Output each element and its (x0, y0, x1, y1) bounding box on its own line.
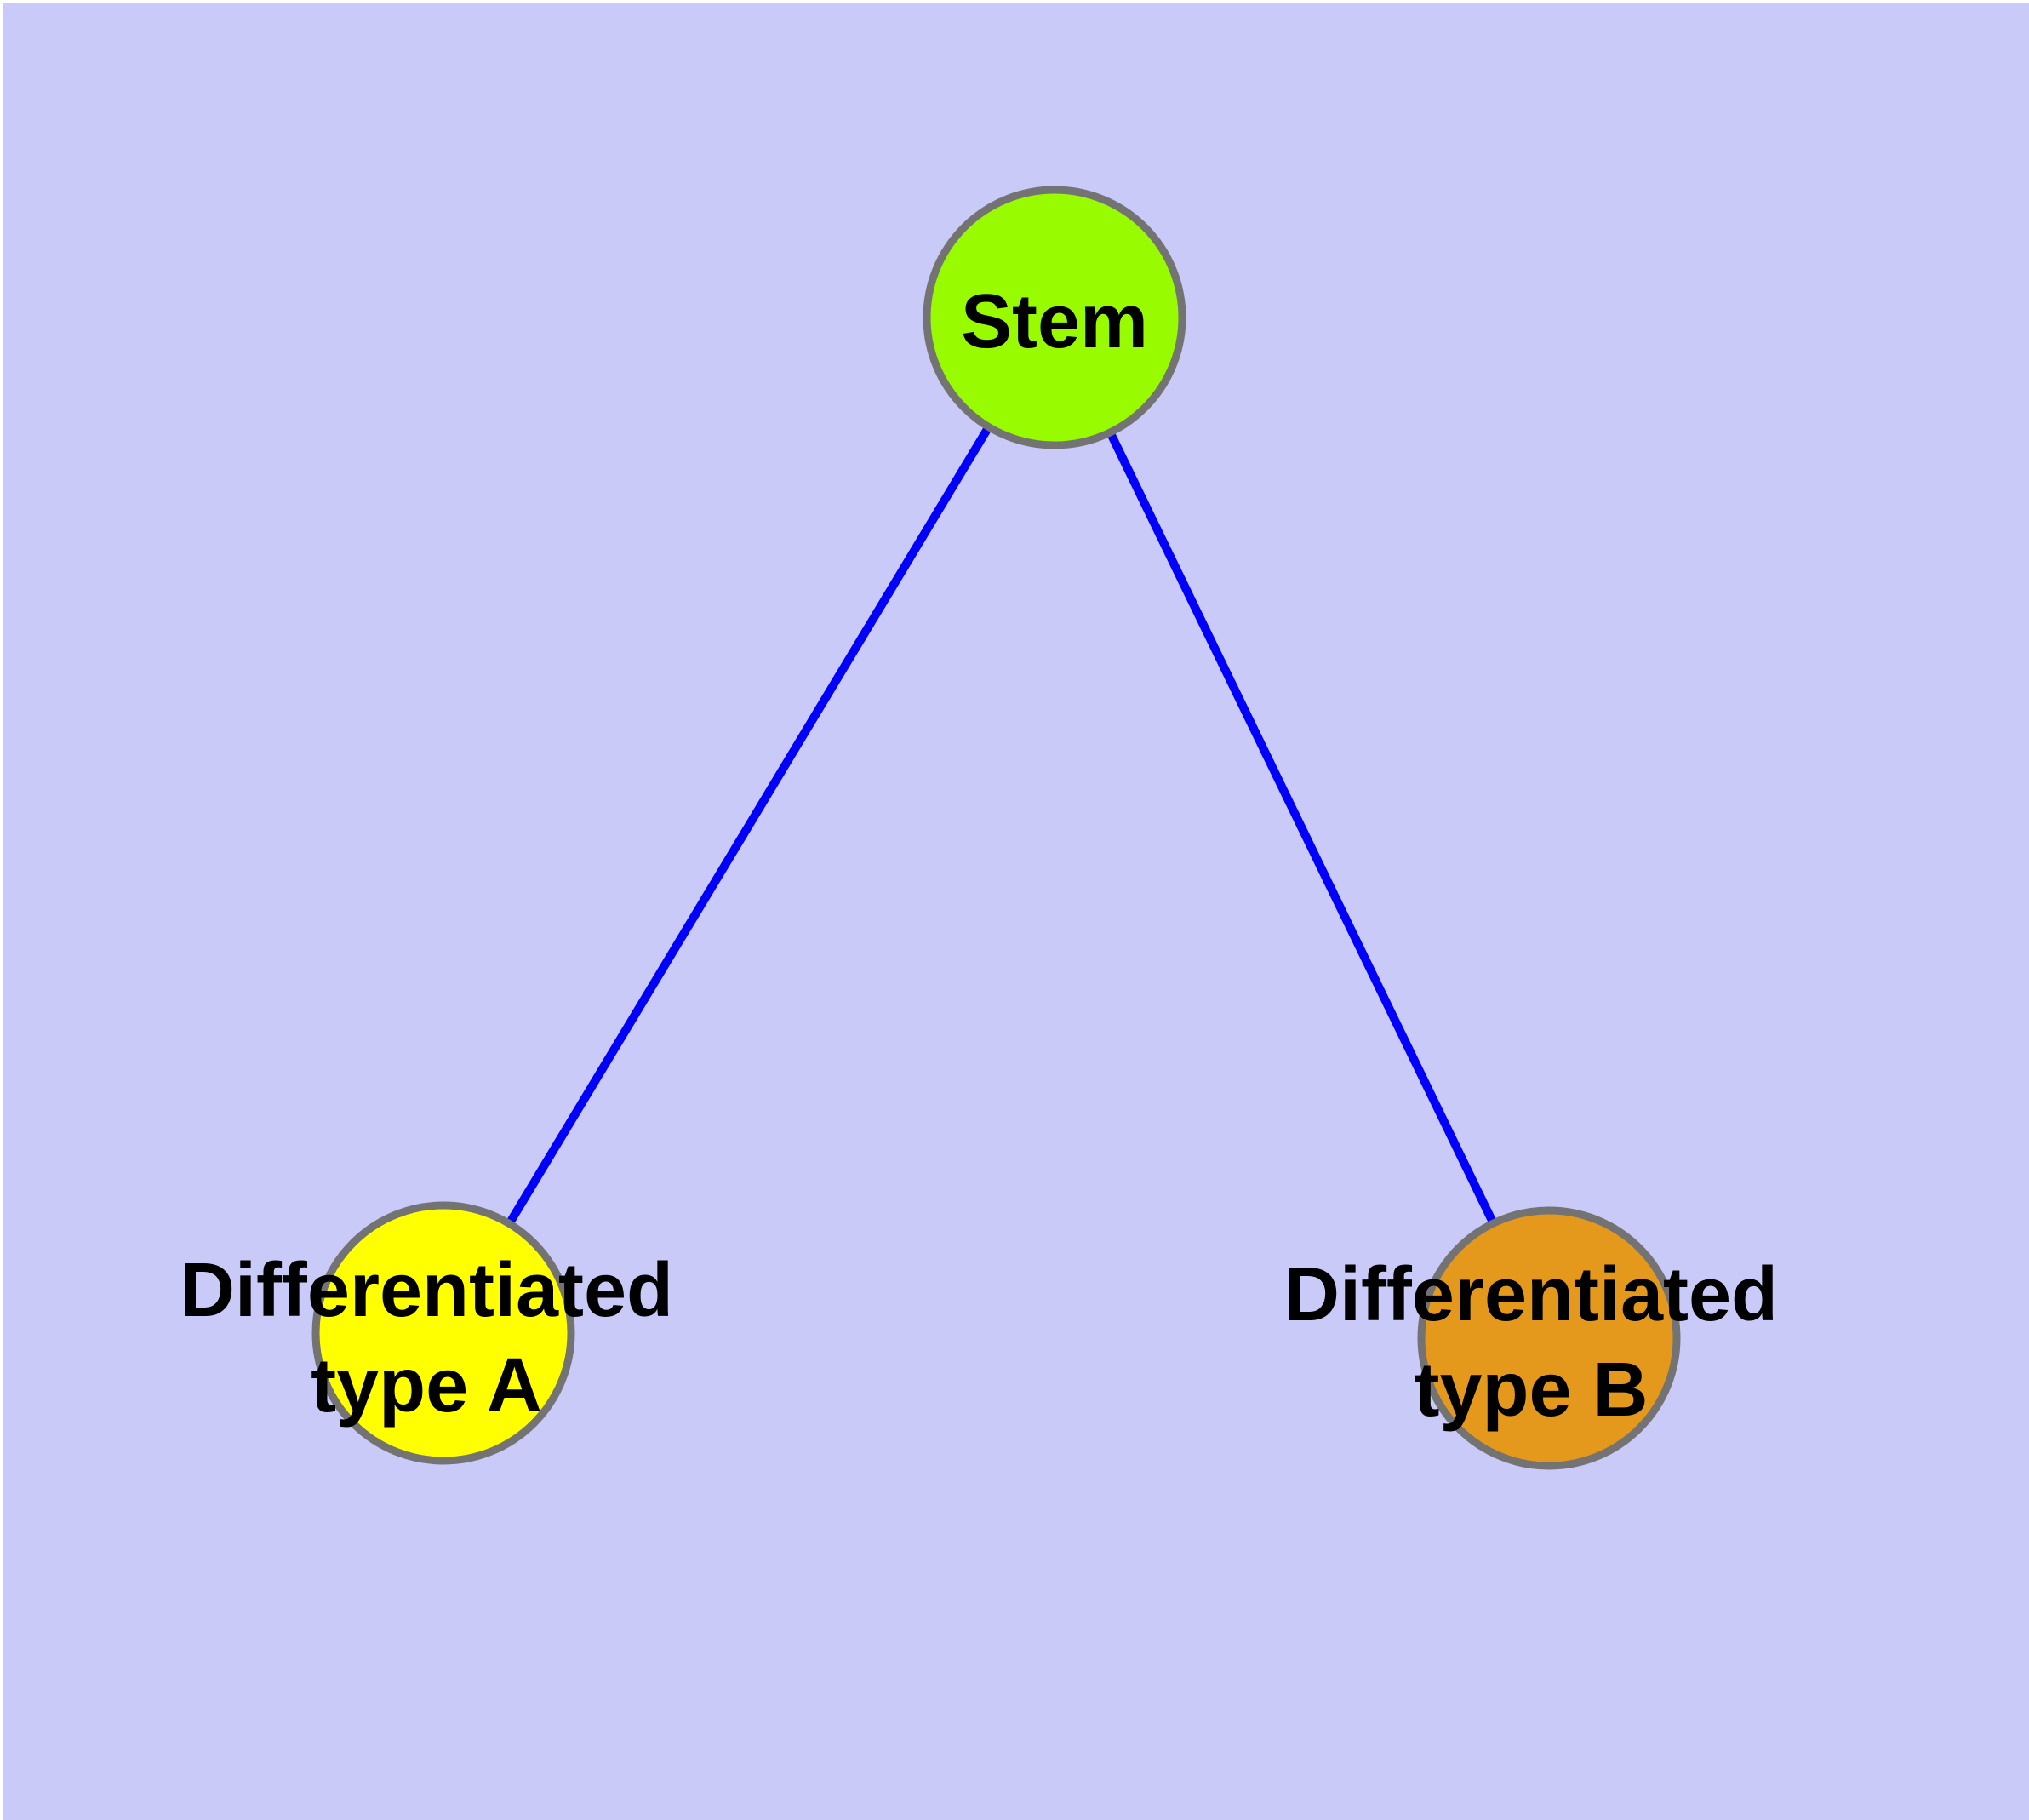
node-type-a-label-line1: Differentiated (180, 1248, 673, 1333)
edge-stem-to-type-b[interactable] (1050, 315, 1553, 1341)
node-differentiated-type-b: Differentiated type B (1284, 1206, 1778, 1470)
edges-layer (439, 315, 1553, 1341)
node-stem-circle[interactable] (923, 186, 1186, 449)
node-stem-label: Stem (961, 279, 1148, 364)
node-type-b-label-line2: type B (1414, 1348, 1648, 1433)
node-type-b-label-line1: Differentiated (1284, 1252, 1778, 1337)
node-type-a-label-line2: type A (311, 1343, 542, 1428)
node-differentiated-type-a: Differentiated type A (180, 1201, 673, 1465)
node-stem: Stem (923, 186, 1186, 449)
node-type-b-circle[interactable] (1417, 1206, 1681, 1470)
node-type-a-circle[interactable] (311, 1201, 575, 1465)
edge-stem-to-type-a[interactable] (439, 315, 1059, 1336)
